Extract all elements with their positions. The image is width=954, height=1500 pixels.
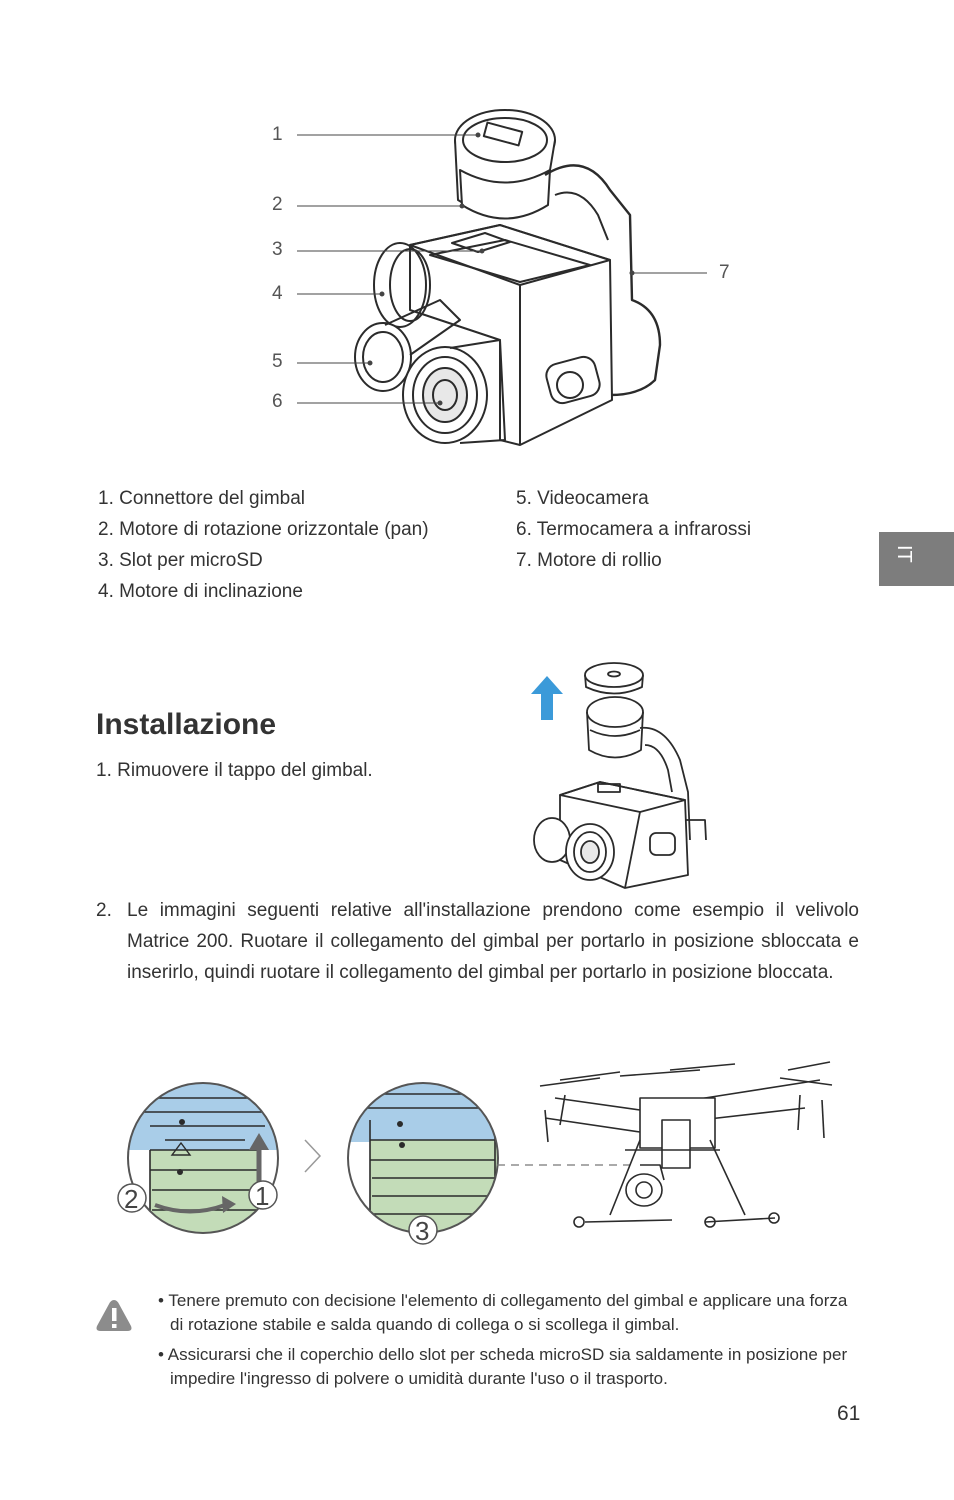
step-marker-1: 1: [255, 1181, 270, 1211]
step-2-text: Le immagini seguenti relative all'instal…: [127, 900, 859, 983]
warning-icon: [96, 1300, 132, 1331]
bullet-icon: •: [158, 1345, 168, 1364]
page-number: 61: [837, 1402, 861, 1425]
callout-3: 3: [272, 239, 283, 260]
legend-item: 5. Videocamera: [516, 488, 649, 509]
warning-item: • Assicurarsi che il coperchio dello slo…: [158, 1345, 848, 1388]
language-tab: IT: [879, 532, 954, 586]
legend-item: 2. Motore di rotazione orizzontale (pan): [98, 519, 429, 540]
legend-left-column: 1. Connettore del gimbal 2. Motore di ro…: [98, 483, 429, 607]
step-marker-3: 3: [415, 1216, 430, 1246]
step-2: 2. Le immagini seguenti relative all'ins…: [96, 895, 859, 988]
legend-item: 7. Motore di rollio: [516, 550, 662, 571]
step-marker-2: 2: [124, 1184, 139, 1214]
callout-1: 1: [272, 124, 283, 145]
callout-4: 4: [272, 283, 283, 304]
warning-item: • Tenere premuto con decisione l'element…: [158, 1291, 848, 1334]
chevron-right-icon: [304, 1139, 322, 1173]
legend-item: 4. Motore di inclinazione: [98, 581, 303, 602]
legend-item: 3. Slot per microSD: [98, 550, 263, 571]
callout-2: 2: [272, 194, 283, 215]
section-title: Installazione: [96, 708, 277, 741]
up-arrow-icon: [531, 676, 563, 720]
callout-7: 7: [719, 262, 730, 283]
callout-5: 5: [272, 351, 283, 372]
gimbal-camera-illustration: [297, 109, 707, 446]
legend-item: 1. Connettore del gimbal: [98, 488, 306, 509]
step-2-number: 2.: [96, 900, 112, 921]
legend-item: 6. Termocamera a infrarossi: [516, 519, 752, 540]
callout-6: 6: [272, 391, 283, 412]
remove-cap-illustration: [531, 662, 707, 889]
bullet-icon: •: [158, 1291, 169, 1310]
step-1-text: 1. Rimuovere il tappo del gimbal.: [96, 760, 373, 781]
legend-right-column: 5. Videocamera 6. Termocamera a infraros…: [516, 483, 751, 576]
mount-gimbal-illustration: [117, 1061, 833, 1245]
